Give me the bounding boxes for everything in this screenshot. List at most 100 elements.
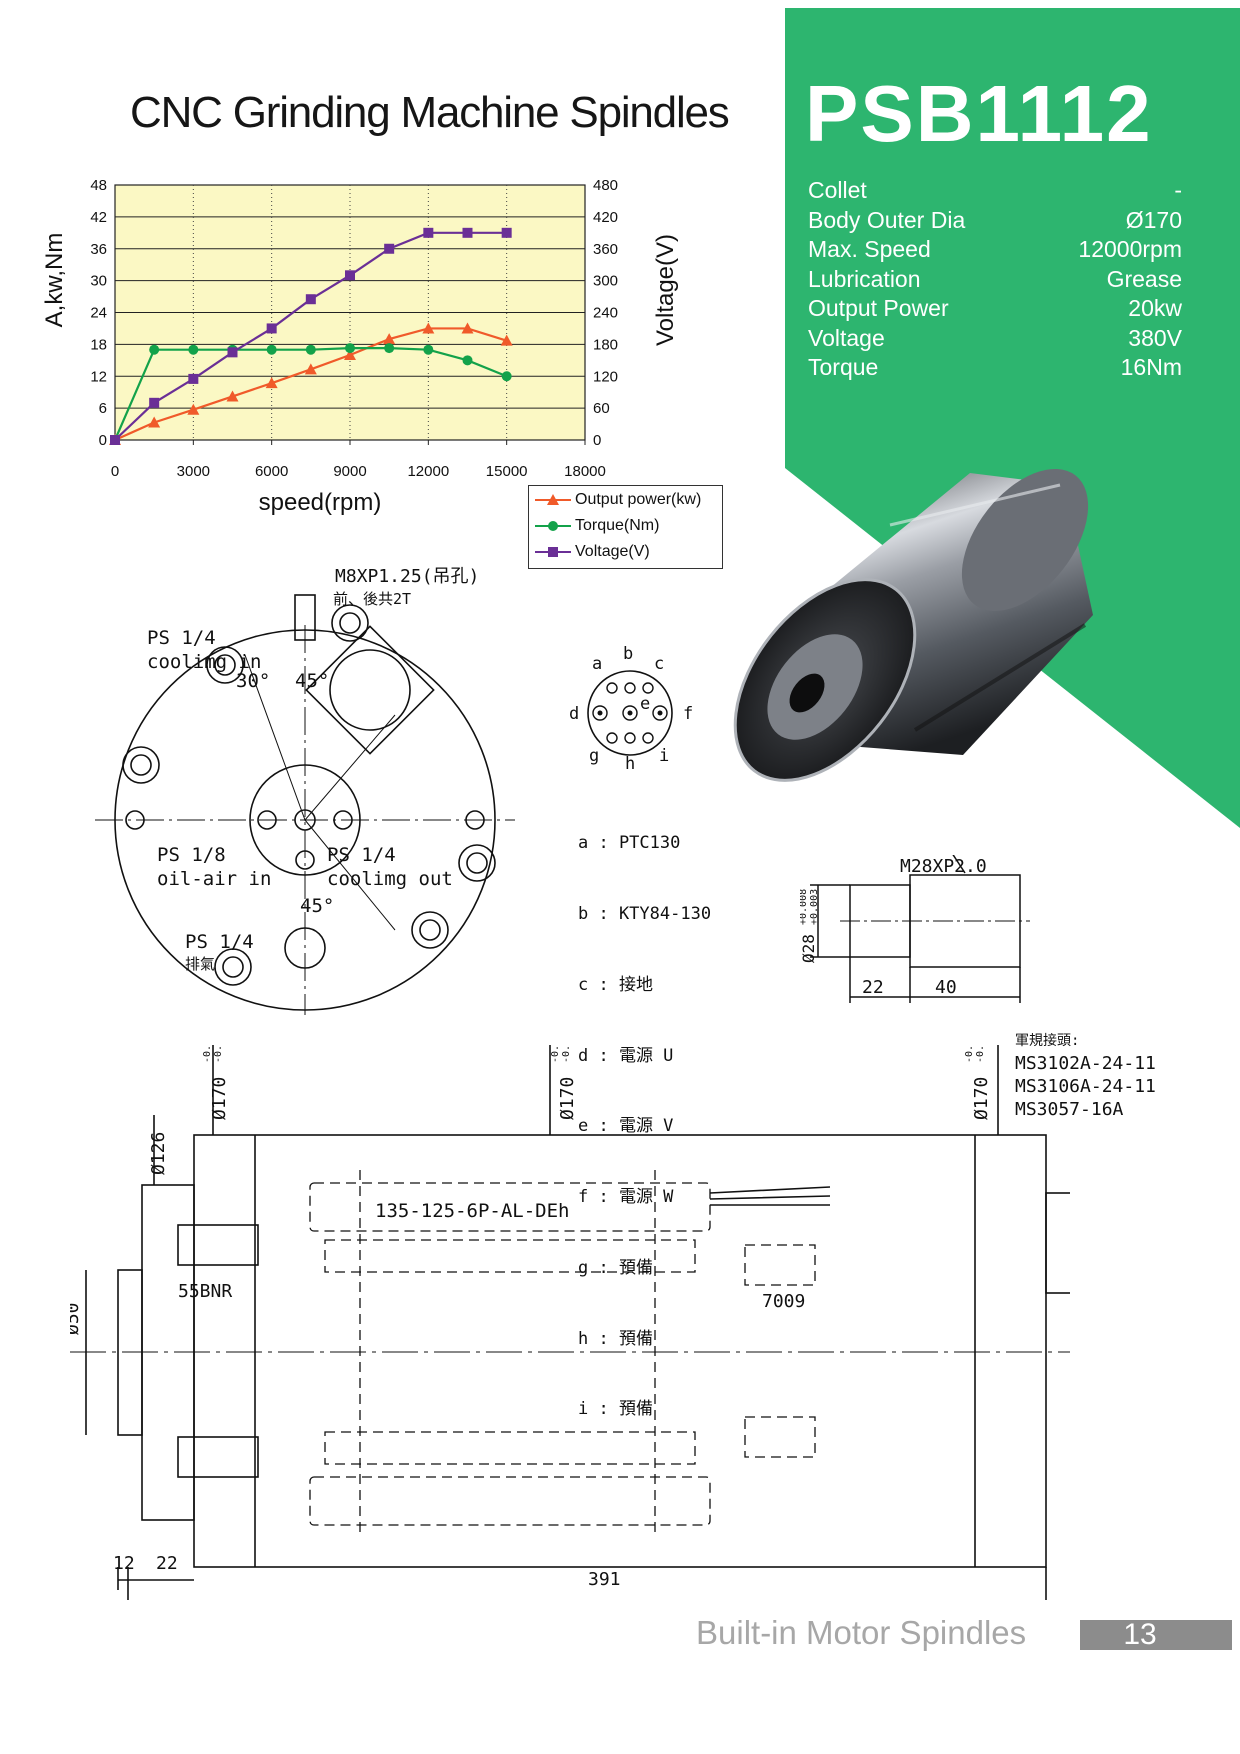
x-axis-label: speed(rpm) xyxy=(259,489,382,516)
data-point xyxy=(383,333,396,345)
spec-label: Max. Speed xyxy=(808,236,931,262)
connector-title: 軍規接頭: xyxy=(1015,1033,1080,1049)
y-tick-label-right: 0 xyxy=(593,432,601,449)
data-point xyxy=(345,343,355,354)
y-tick-label-left: 30 xyxy=(90,273,107,290)
legend-item-torque: Torque(Nm) xyxy=(535,517,659,535)
data-point xyxy=(188,344,199,355)
pin-legend-item: a : PTC130 xyxy=(578,833,681,854)
legend-label: Voltage(V) xyxy=(575,543,650,560)
pin-legend-item: c : 接地 xyxy=(578,974,653,995)
model-name: PSB1112 xyxy=(805,69,1153,158)
pin-legend-item: e : 電源 V xyxy=(578,1116,674,1137)
dim-22b-label: 22 xyxy=(156,1553,178,1574)
exhaust-label: 排氣 xyxy=(185,955,215,973)
data-point xyxy=(305,294,316,305)
d50-label: Ø50 xyxy=(70,1302,83,1335)
d170-front-tolerance-bottom: -0.20 xyxy=(213,1045,224,1063)
angle-45b-label: 45° xyxy=(300,895,334,917)
green-spec-panel xyxy=(785,8,1240,828)
d126-label: Ø126 xyxy=(148,1132,169,1175)
pin-letter: i xyxy=(659,746,669,766)
dim-391-label: 391 xyxy=(588,1569,621,1590)
front-bearing-label: 55BNR xyxy=(178,1281,232,1302)
y-tick-label-left: 42 xyxy=(90,209,107,226)
y-tick-label-left: 6 xyxy=(99,400,107,417)
chart-legend: Output power(kw) Torque(Nm) Voltage(V) xyxy=(528,485,723,569)
shaft-end-detail: 22 40 Ø28 +0.008 +0.003 xyxy=(800,855,1030,1003)
spec-label: Voltage xyxy=(808,324,885,351)
pin-letter: e xyxy=(640,694,650,714)
x-tick-label: 0 xyxy=(111,463,119,480)
y-axis-label-left: A,kw,Nm xyxy=(41,233,68,328)
dim-40-label: 40 xyxy=(935,977,957,998)
connector-list: MS3102A-24-11 MS3106A-24-11 MS3057-16A xyxy=(1015,1052,1156,1121)
legend-label: Output power(kw) xyxy=(575,491,702,508)
pin-legend: a : PTC130 b : KTY84-130 c : 接地 d : 電源 U… xyxy=(578,785,711,1446)
pin-legend-item: b : KTY84-130 xyxy=(578,903,712,924)
data-point xyxy=(110,435,120,445)
page-number-box xyxy=(1080,1620,1232,1650)
y-tick-label-right: 480 xyxy=(593,177,618,194)
data-point xyxy=(187,403,200,415)
data-point xyxy=(149,344,160,355)
data-point xyxy=(304,363,317,375)
x-tick-label: 6000 xyxy=(255,463,288,480)
y-tick-label-left: 0 xyxy=(99,432,107,449)
spec-label: Lubrication xyxy=(808,265,921,292)
connector-item: MS3106A-24-11 xyxy=(1015,1076,1156,1097)
pin-letter: h xyxy=(625,754,635,770)
y-tick-label-right: 240 xyxy=(593,305,618,322)
data-point xyxy=(344,349,356,360)
y-tick-label-left: 18 xyxy=(90,336,107,353)
spec-row: Output Power 20kw xyxy=(808,294,1182,324)
spec-label: Collet xyxy=(808,177,867,203)
spindle-photo xyxy=(733,468,1093,782)
d170-front-tolerance-top: -0.10 xyxy=(202,1045,213,1063)
data-point xyxy=(500,334,513,346)
pin-legend-item: d : 電源 U xyxy=(578,1045,674,1066)
spec-value: 20kw xyxy=(1128,295,1182,321)
y-tick-label-right: 60 xyxy=(593,400,610,417)
pin-letter: c xyxy=(654,654,664,674)
spec-label: Body Outer Dia xyxy=(808,206,966,233)
d170-mid-label: Ø170 xyxy=(557,1077,578,1120)
data-point xyxy=(148,416,161,428)
pin-letter: f xyxy=(683,704,693,724)
spec-row: Voltage 380V xyxy=(808,324,1182,354)
cooling-in-port: PS 1/4 xyxy=(147,627,216,649)
spec-value: Ø170 xyxy=(1125,206,1182,233)
pin-letter: b xyxy=(623,645,633,664)
pin-letter: a xyxy=(592,654,602,674)
x-tick-label: 18000 xyxy=(564,463,606,480)
connector-pin-diagram: a b c d e f g h i xyxy=(569,645,693,770)
connector-item: MS3102A-24-11 xyxy=(1015,1053,1156,1074)
spec-row: Collet - xyxy=(808,176,1182,206)
y-tick-label-left: 48 xyxy=(90,177,107,194)
rear-bearing-label: 7009 xyxy=(762,1291,805,1312)
y-tick-label-right: 300 xyxy=(593,273,618,290)
thread-label: M8XP1.25(吊孔) xyxy=(335,566,480,587)
m28-thread-label: M28XP2.0 xyxy=(900,856,987,877)
connector-item: MS3057-16A xyxy=(1015,1099,1124,1120)
spec-label: Output Power xyxy=(808,295,949,321)
data-point xyxy=(227,347,238,358)
footer-text: Built-in Motor Spindles xyxy=(696,1614,1027,1651)
data-point xyxy=(462,227,473,238)
legend-item-voltage: Voltage(V) xyxy=(535,543,650,561)
data-point xyxy=(462,355,473,366)
spec-value: Grease xyxy=(1106,265,1182,292)
d28-tolerance-bottom: +0.003 xyxy=(809,889,820,925)
y-tick-label-right: 360 xyxy=(593,241,618,258)
dim-22-label: 22 xyxy=(862,977,884,998)
spec-row: Lubrication Grease xyxy=(808,265,1182,295)
pin-legend-item: f : 電源 W xyxy=(578,1187,674,1208)
spec-value: - xyxy=(1174,177,1182,203)
pin-legend-item: g : 預備 xyxy=(578,1257,653,1278)
spec-value: 380V xyxy=(1128,324,1182,351)
data-point xyxy=(265,377,278,389)
x-tick-label: 3000 xyxy=(177,463,210,480)
d170-rear-tolerance-bottom: -0.20 xyxy=(975,1045,986,1063)
exhaust-port: PS 1/4 xyxy=(185,931,254,953)
